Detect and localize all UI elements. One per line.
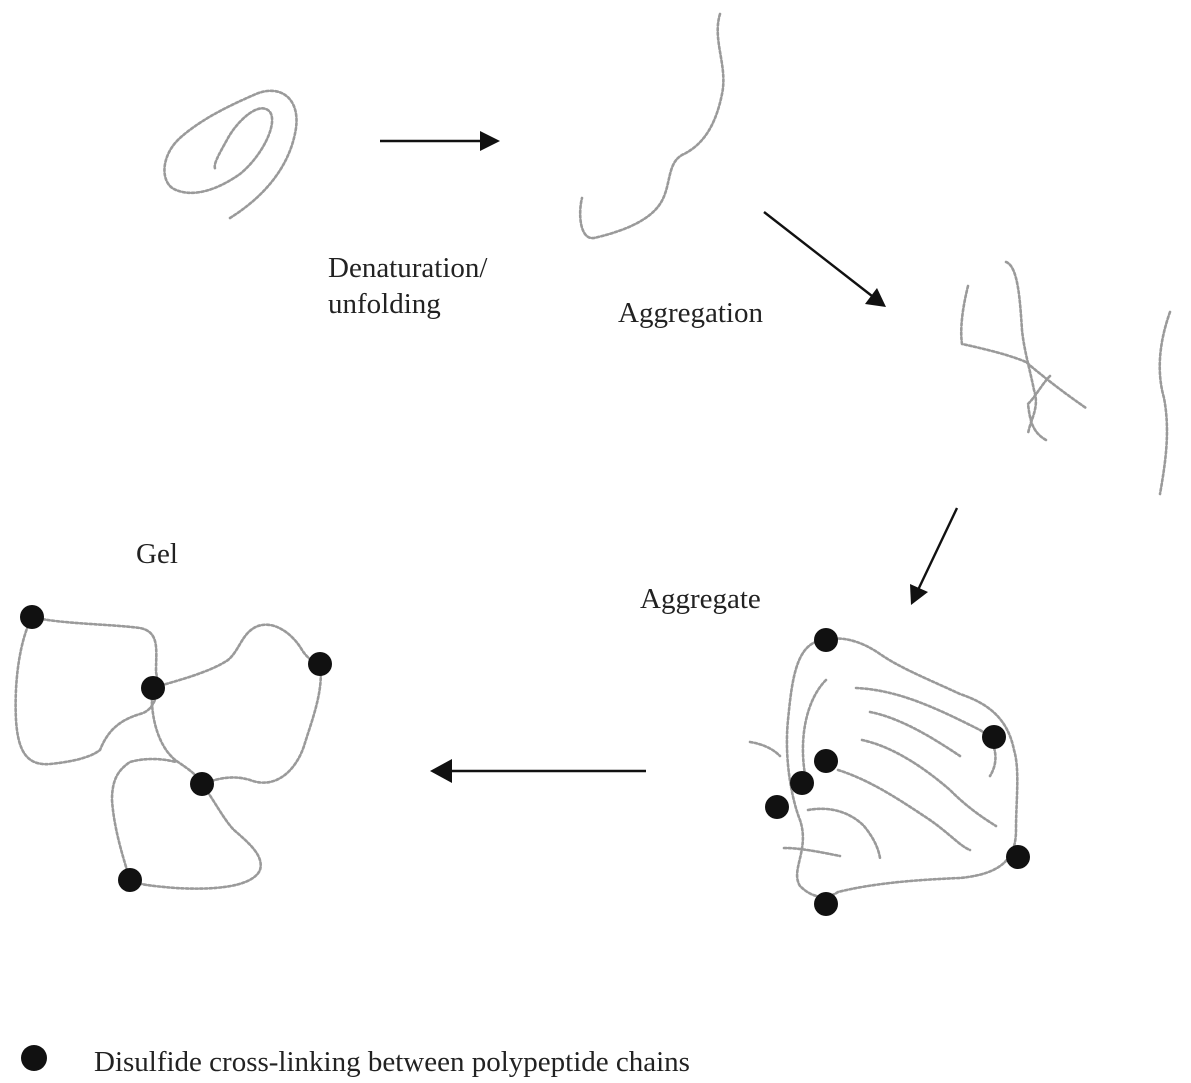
folded-protein bbox=[164, 91, 296, 218]
aggregating-chains bbox=[961, 262, 1170, 494]
unfolded-chain bbox=[580, 14, 723, 238]
gel-label: Gel bbox=[136, 537, 178, 571]
legend-text: Disulfide cross-linking between polypept… bbox=[94, 1045, 690, 1079]
denaturation-label: Denaturation/ unfolding bbox=[328, 250, 487, 322]
arrow-to-gel bbox=[430, 759, 646, 783]
denaturation-label-line2: unfolding bbox=[328, 286, 487, 322]
aggregation-label: Aggregation bbox=[618, 296, 763, 330]
arrow-denaturation bbox=[380, 131, 500, 151]
arrow-aggregation bbox=[764, 212, 886, 307]
denaturation-label-line1: Denaturation/ bbox=[328, 250, 487, 286]
arrow-to-aggregate bbox=[910, 508, 957, 605]
gel-network bbox=[16, 617, 321, 889]
aggregate-structure bbox=[750, 639, 1017, 897]
aggregate-disulfide-dots bbox=[765, 628, 1030, 916]
aggregate-label: Aggregate bbox=[640, 582, 761, 616]
legend-dot-icon bbox=[21, 1045, 47, 1071]
gel-disulfide-dots bbox=[20, 605, 332, 892]
